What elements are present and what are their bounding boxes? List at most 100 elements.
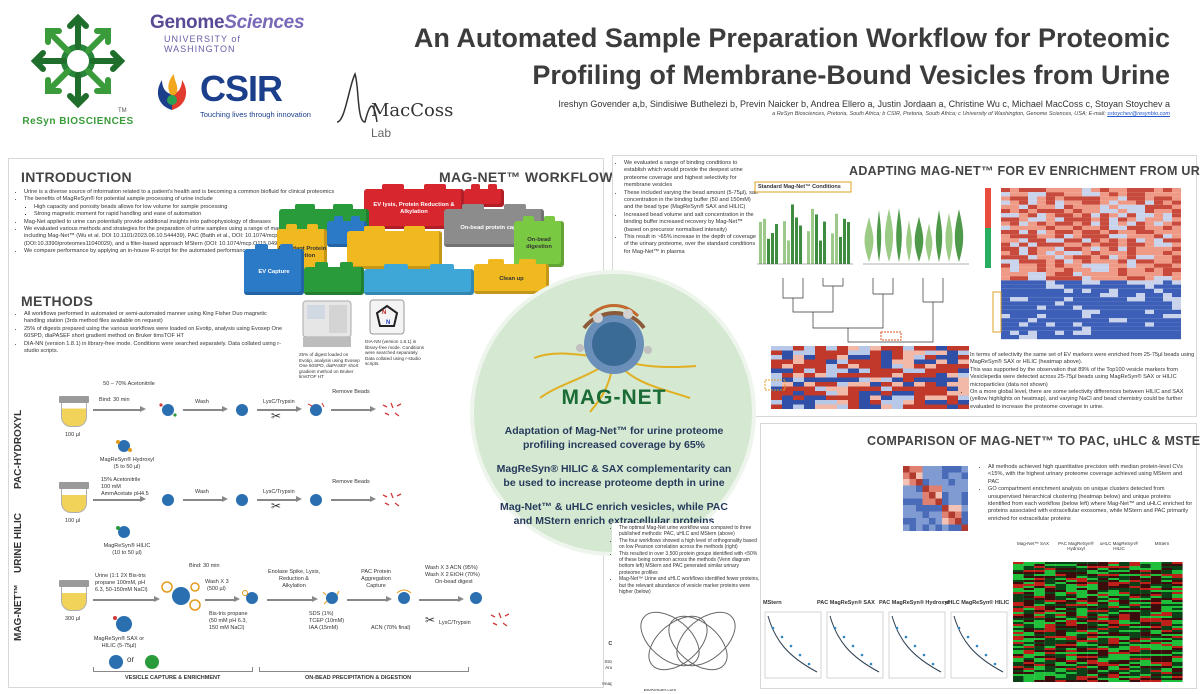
- cluster-cell: [1044, 666, 1056, 668]
- cluster-cell: [1150, 658, 1162, 660]
- cluster-cell: [1023, 656, 1035, 658]
- cluster-cell: [1066, 606, 1077, 608]
- heatmap-cell: [1001, 209, 1010, 214]
- heatmap-cell: [1118, 301, 1127, 306]
- cluster-cell: [1044, 600, 1056, 602]
- cluster-cell: [1108, 654, 1119, 656]
- bead-ratio-pac: (5 to 50 µl): [113, 464, 141, 470]
- heatmap-cell: [1055, 251, 1064, 256]
- correlation-cell: [942, 524, 949, 531]
- heatmap-cell: [1010, 305, 1019, 310]
- heatmap-cell: [859, 373, 870, 378]
- cluster-cell: [1087, 582, 1098, 584]
- heatmap-cell: [1073, 276, 1082, 281]
- cluster-cell: [1013, 578, 1024, 580]
- heatmap-cell: [782, 400, 793, 405]
- cluster-cell: [1150, 618, 1162, 620]
- cluster-cell: [1097, 672, 1109, 674]
- cluster-cell: [1140, 634, 1151, 636]
- cluster-cell: [1150, 664, 1162, 666]
- comparison-bullet: The four workflows showed a high level o…: [619, 538, 760, 551]
- contact-email[interactable]: sstoychev@resynbio.com: [1107, 111, 1170, 117]
- cluster-cell: [1108, 594, 1119, 596]
- cluster-cell: [1150, 568, 1162, 570]
- heatmap-cell: [804, 350, 815, 355]
- cluster-cell: [1087, 574, 1098, 576]
- cluster-cell: [1055, 596, 1066, 598]
- cluster-cell: [1172, 580, 1183, 582]
- heatmap-cell: [1154, 330, 1163, 335]
- cluster-cell: [1055, 670, 1066, 672]
- heatmap-cell: [925, 391, 936, 396]
- heatmap-cell: [782, 355, 793, 360]
- cluster-cell: [1066, 610, 1077, 612]
- selectivity-heatmap: [771, 346, 969, 409]
- cluster-cell: [1076, 580, 1088, 582]
- heatmap-cell: [870, 404, 881, 409]
- cluster-cell: [1150, 582, 1162, 584]
- coverage-bar: [763, 218, 766, 264]
- cluster-cell: [1108, 680, 1119, 682]
- cluster-cell: [1150, 590, 1162, 592]
- cluster-cell: [1055, 634, 1066, 636]
- cluster-cell: [1066, 676, 1077, 678]
- maccoss-peaks-icon: [336, 72, 378, 123]
- cluster-cell: [1013, 630, 1024, 632]
- lego-red-cap: [464, 184, 504, 207]
- heatmap-cell: [1154, 242, 1163, 247]
- heatmap-cell: [1154, 318, 1163, 323]
- cluster-cell: [1055, 628, 1066, 630]
- cluster-cell: [1129, 650, 1141, 652]
- sds-3: IAA (15mM): [309, 625, 339, 631]
- heatmap-cell: [1154, 305, 1163, 310]
- cluster-cell: [1023, 652, 1035, 654]
- heatmap-cell: [1136, 280, 1145, 285]
- cluster-cell: [1129, 658, 1141, 660]
- heatmap-cell: [1019, 297, 1028, 302]
- cluster-cell: [1097, 586, 1109, 588]
- correlation-cell: [929, 511, 936, 518]
- cluster-cell: [1023, 618, 1035, 620]
- cluster-cell: [1108, 678, 1119, 680]
- heatmap-cell: [1028, 200, 1037, 205]
- heatmap-cell: [848, 368, 859, 373]
- cluster-cell: [1097, 632, 1109, 634]
- heatmap-cell: [1145, 301, 1154, 306]
- correlation-cell: [955, 498, 962, 505]
- maccoss-lab-logo: MacCoss Lab: [335, 66, 465, 140]
- heatmap-cell: [1064, 280, 1073, 285]
- correlation-cell: [916, 492, 923, 499]
- cluster-cell: [1066, 660, 1077, 662]
- cluster-cell: [1097, 640, 1109, 642]
- csir-tagline: Touching lives through innovation: [200, 110, 311, 119]
- cluster-cell: [1129, 666, 1141, 668]
- cluster-cell: [1044, 598, 1056, 600]
- cluster-cell: [1108, 642, 1119, 644]
- heatmap-cell: [1127, 225, 1136, 230]
- cluster-cell: [1150, 578, 1162, 580]
- cluster-cell: [1150, 574, 1162, 576]
- heatmap-cell: [1028, 305, 1037, 310]
- cluster-cell: [1087, 598, 1098, 600]
- comparison-bullet: GO compartment enrichment analysis on un…: [988, 486, 1193, 523]
- heatmap-cell: [936, 377, 947, 382]
- heatmap-cell: [1082, 200, 1091, 205]
- cluster-cell: [1055, 564, 1066, 566]
- cluster-cell: [1066, 578, 1077, 580]
- cluster-cell: [1013, 610, 1024, 612]
- cluster-cell: [1172, 616, 1183, 618]
- heatmap-cell: [1145, 225, 1154, 230]
- cluster-cell: [1172, 676, 1183, 678]
- cluster-cell: [1066, 566, 1077, 568]
- cluster-cell: [1119, 660, 1130, 662]
- heatmap-cell: [1001, 335, 1010, 340]
- heatmap-cell: [1118, 305, 1127, 310]
- cluster-cell: [1150, 636, 1162, 638]
- cluster-cell: [1023, 570, 1035, 572]
- heatmap-cell: [782, 386, 793, 391]
- heatmap-cell: [815, 386, 826, 391]
- heatmap-cell: [1046, 314, 1055, 319]
- cluster-cell: [1119, 632, 1130, 634]
- heatmap-cell: [1019, 234, 1028, 239]
- heatmap-cell: [1037, 276, 1046, 281]
